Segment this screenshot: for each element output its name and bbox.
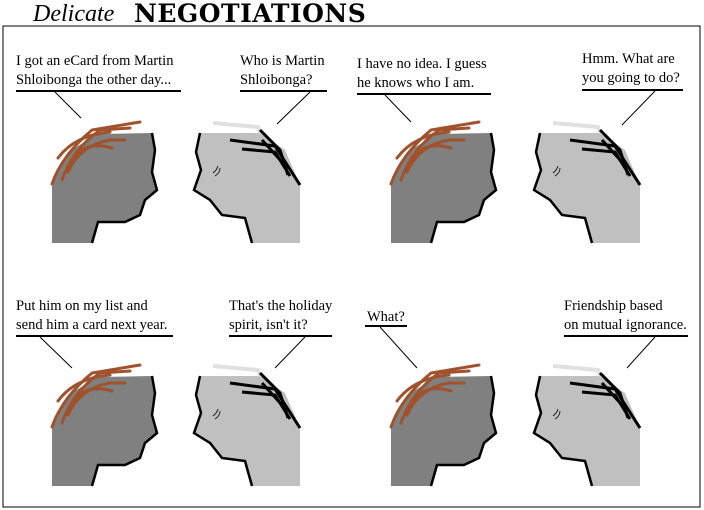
speech-bubble: Who is Martin Shloibonga?	[240, 53, 327, 125]
speech-bubble: That's the holiday spirit, isn't it?	[229, 298, 333, 369]
title-prefix: Delicate	[32, 1, 115, 27]
svg-text:I have no idea. I guess: I have no idea. I guess	[357, 56, 487, 72]
right-character	[192, 121, 302, 245]
speech-bubble: What?	[365, 309, 418, 369]
svg-text:Hmm. What are: Hmm. What are	[582, 51, 675, 67]
svg-text:he knows who I am.: he knows who I am.	[357, 75, 474, 91]
speech-bubble: I got an eCard from Martin Shloibonga th…	[16, 53, 181, 119]
comic-frame	[2, 25, 701, 508]
svg-text:Who is Martin: Who is Martin	[240, 53, 325, 69]
left-character	[50, 120, 159, 245]
svg-text:on mutual ignorance.: on mutual ignorance.	[564, 317, 687, 333]
svg-text:Shloibonga?: Shloibonga?	[240, 72, 313, 88]
svg-text:spirit, isn't it?: spirit, isn't it?	[229, 317, 308, 333]
speech-bubble: I have no idea. I guess he knows who I a…	[357, 56, 491, 123]
svg-text:Friendship based: Friendship based	[564, 298, 663, 314]
speech-bubble: Friendship based on mutual ignorance.	[564, 298, 688, 369]
left-character	[50, 363, 159, 488]
right-character	[532, 364, 642, 488]
left-character	[389, 363, 498, 488]
speech-bubble: Put him on my list and send him a card n…	[16, 298, 173, 369]
svg-text:That's the holiday: That's the holiday	[229, 298, 333, 314]
left-character	[389, 120, 498, 245]
svg-text:send him a card next year.: send him a card next year.	[16, 317, 167, 333]
right-character	[532, 121, 642, 245]
title-main: NEGOTIATIONS	[134, 0, 366, 28]
svg-text:you going to do?: you going to do?	[582, 70, 680, 86]
svg-text:Put him on my list and: Put him on my list and	[16, 298, 148, 314]
right-character	[192, 364, 302, 488]
svg-text:I got an eCard from Martin: I got an eCard from Martin	[16, 53, 174, 69]
svg-text:What?: What?	[367, 309, 405, 325]
speech-bubble: Hmm. What are you going to do?	[582, 51, 683, 126]
svg-text:Shloibonga the other day...: Shloibonga the other day...	[16, 72, 171, 88]
